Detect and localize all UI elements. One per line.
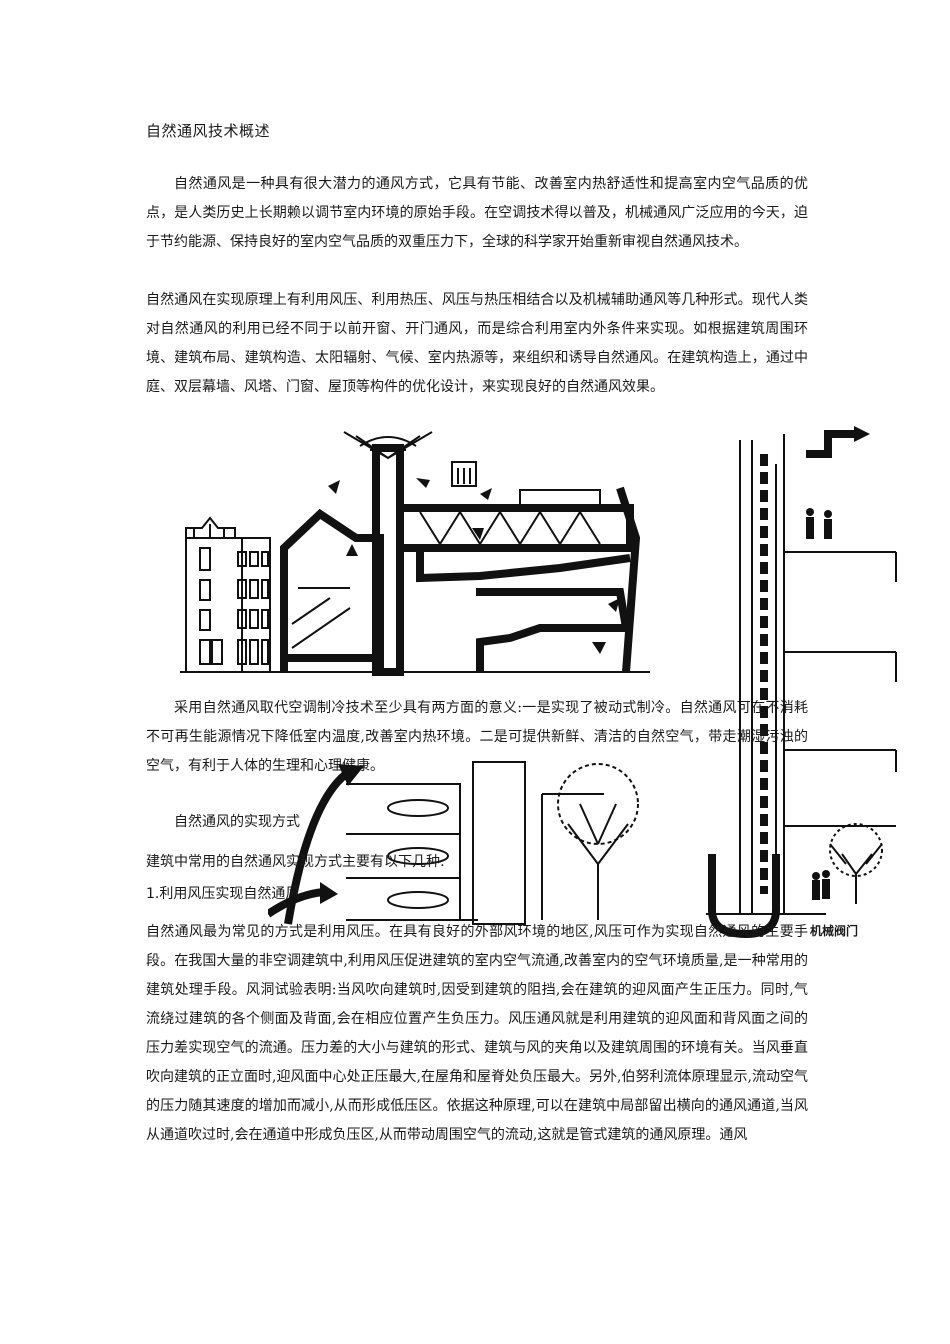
cross-ventilation-figure: [268, 761, 639, 925]
document-title: 自然通风技术概述: [146, 122, 271, 140]
mechanical-valve-label: 机械阀门: [808, 922, 861, 939]
paragraph-wind-pressure: 自然通风最为常见的方式是利用风压。在具有良好的外部风环境的地区,风压可作为实现自…: [146, 924, 808, 1143]
heading-wind-pressure: 1.利用风压实现自然通风: [146, 886, 300, 902]
methods-intro: 建筑中常用的自然通风实现方式主要有以下几种:: [146, 854, 445, 870]
paragraph-significance: 采用自然通风取代空调制冷技术至少具有两方面的意义:一是实现了被动式制冷。自然通风…: [146, 700, 808, 774]
building-section-figure: [180, 431, 650, 676]
paragraph-intro: 自然通风是一种具有很大潜力的通风方式，它具有节能、改善室内热舒适性和提高室内空气…: [146, 176, 808, 250]
paragraph-principles: 自然通风在实现原理上有利用风压、利用热压、风压与热压相结合以及机械辅助通风等几种…: [146, 292, 808, 395]
heading-methods: 自然通风的实现方式: [174, 814, 300, 830]
stack-ventilation-figure: [706, 426, 897, 939]
